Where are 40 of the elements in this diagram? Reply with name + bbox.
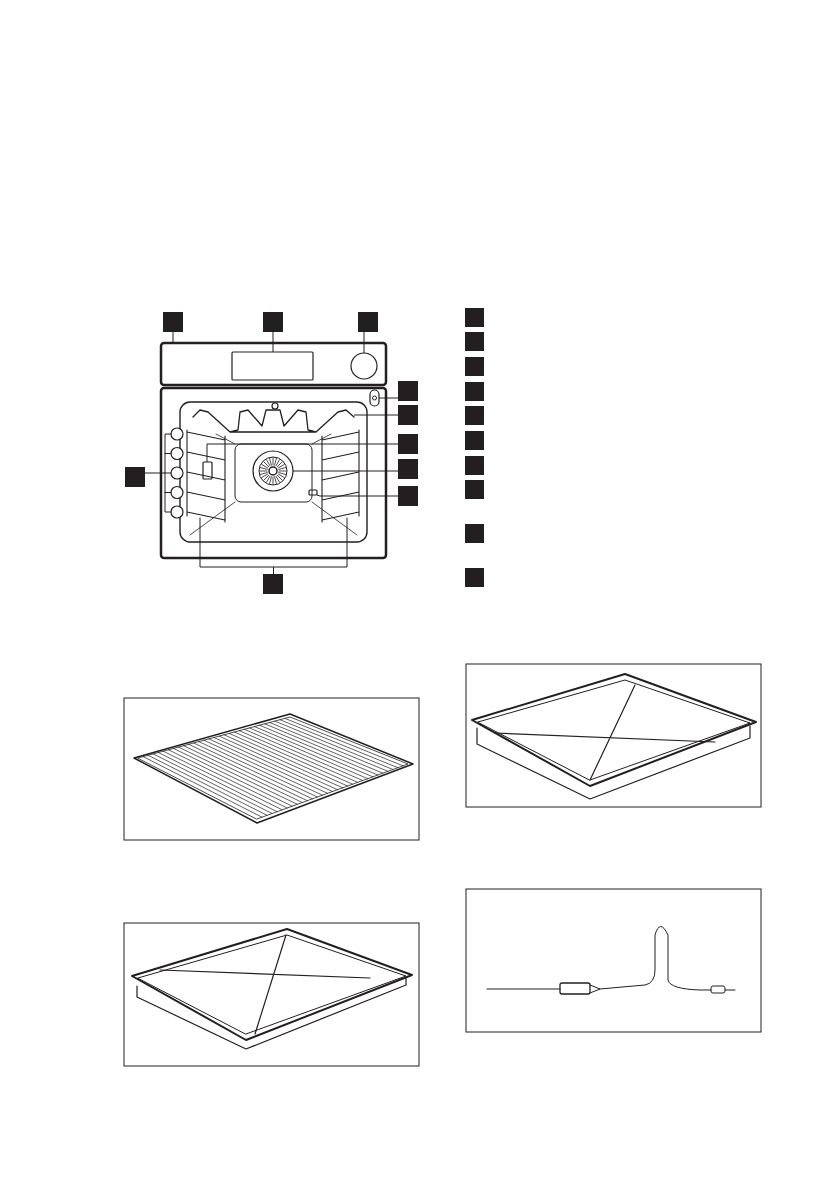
- callout-marker: [398, 434, 418, 454]
- display-screen: [231, 351, 314, 381]
- leader-line: [316, 494, 399, 497]
- callout-marker: [465, 524, 484, 543]
- callout-marker: [398, 459, 418, 479]
- callout-marker: [398, 381, 418, 401]
- heating-element: [192, 409, 355, 433]
- leader-line: [273, 566, 274, 575]
- small-button: [369, 389, 380, 407]
- leader-line: [363, 331, 365, 354]
- callout-marker: [465, 332, 484, 351]
- callout-marker: [465, 431, 484, 450]
- callout-marker: [465, 456, 484, 475]
- leader-line: [144, 472, 166, 474]
- catch: [308, 489, 318, 496]
- control-panel: [159, 341, 388, 387]
- leader-line: [292, 470, 399, 472]
- bracket: [164, 433, 172, 513]
- callout-marker: [125, 467, 145, 487]
- callout-marker: [398, 405, 418, 425]
- control-knob: [350, 352, 378, 380]
- fan-cover: [252, 450, 294, 492]
- callout-marker: [465, 308, 484, 327]
- callout-marker: [163, 312, 183, 332]
- callout-marker: [465, 406, 484, 425]
- leader-line: [353, 414, 399, 416]
- callout-marker: [263, 312, 283, 332]
- leader-line: [378, 397, 399, 399]
- lamp: [202, 461, 213, 480]
- callout-marker: [465, 568, 484, 587]
- callout-marker: [465, 382, 484, 401]
- callout-marker: [465, 480, 484, 499]
- bracket: [199, 517, 348, 568]
- callout-marker: [358, 312, 378, 332]
- leader-line: [172, 331, 174, 344]
- callout-marker: [398, 486, 418, 506]
- leader-line: [272, 331, 274, 353]
- callout-marker: [263, 574, 283, 594]
- leader-line: [206, 443, 399, 463]
- callout-marker: [465, 357, 484, 376]
